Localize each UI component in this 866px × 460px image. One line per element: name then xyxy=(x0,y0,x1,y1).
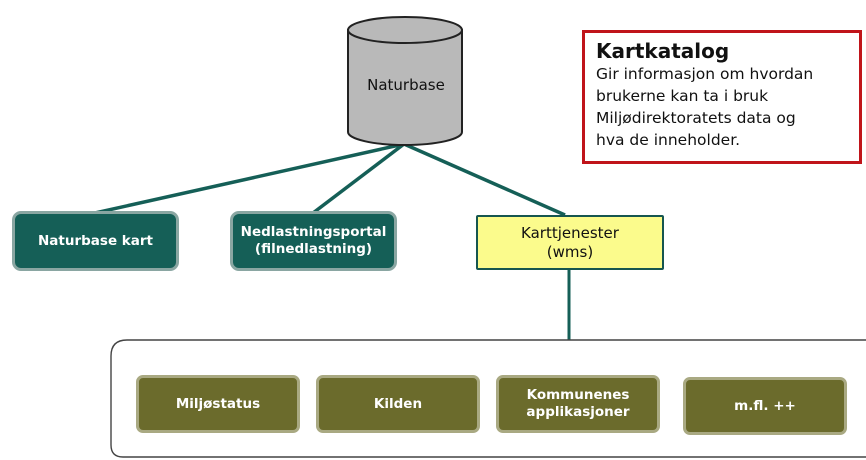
nedlastningsportal-box[interactable]: Nedlastningsportal (filnedlastning) xyxy=(230,211,397,271)
karttjenester-box[interactable]: Karttjenester (wms) xyxy=(476,215,664,270)
nedlastningsportal-label: Nedlastningsportal (filnedlastning) xyxy=(240,224,387,257)
applications-container xyxy=(110,339,866,458)
connector-nedlastningsportal xyxy=(311,142,406,215)
kilden-label: Kilden xyxy=(373,395,423,412)
naturbase-cylinder xyxy=(347,16,463,146)
miljostatus-box[interactable]: Miljøstatus xyxy=(136,375,300,433)
naturbase-label: Naturbase xyxy=(367,76,445,94)
kartkatalog-title: Kartkatalog xyxy=(596,39,730,63)
karttjenester-label: Karttjenester (wms) xyxy=(521,223,619,261)
naturbase-kart-label: Naturbase kart xyxy=(38,232,153,249)
kartkatalog-description: Gir informasjon om hvordan brukerne kan … xyxy=(596,65,814,149)
kartkatalog-box: Kartkatalog Gir informasjon om hvordan b… xyxy=(582,30,862,164)
miljostatus-label: Miljøstatus xyxy=(175,395,261,412)
kilden-box[interactable]: Kilden xyxy=(316,375,480,433)
mfl-label: m.fl. ++ xyxy=(734,397,796,414)
kommunenes-applikasjoner-label: Kommunenes applikasjoner xyxy=(526,387,630,420)
naturbase-kart-box[interactable]: Naturbase kart xyxy=(12,211,179,271)
connector-naturbase-kart xyxy=(94,142,405,215)
mfl-box[interactable]: m.fl. ++ xyxy=(683,377,847,435)
kommunenes-applikasjoner-box[interactable]: Kommunenes applikasjoner xyxy=(496,375,660,433)
connector-karttjenester xyxy=(403,142,566,217)
